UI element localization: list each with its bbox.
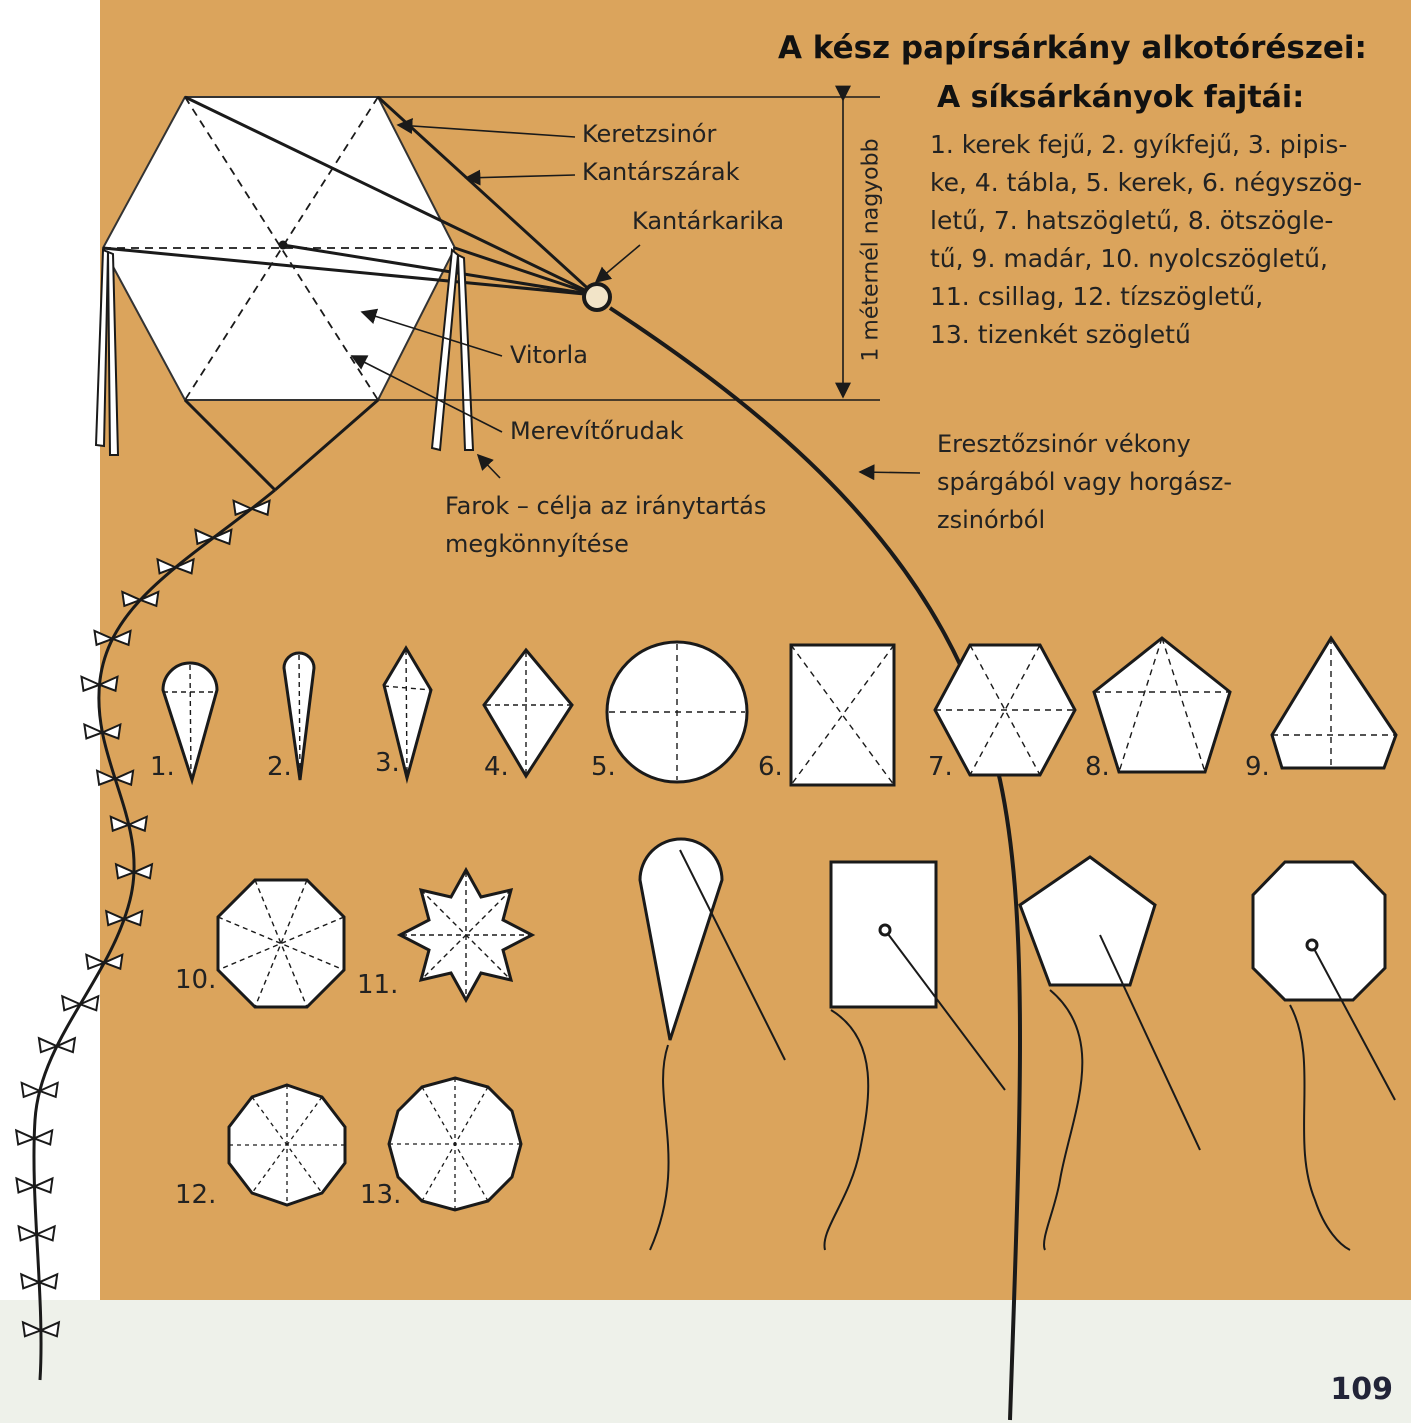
kite-number: 10. [175, 965, 216, 995]
kite-type-8 [1094, 638, 1230, 772]
types-line: ke, 4. tábla, 5. kerek, 6. négyszög- [930, 164, 1380, 202]
label-merevitorudak: Merevítőrudak [510, 417, 683, 445]
tail-bow [95, 631, 131, 645]
kite-type-9 [1272, 638, 1396, 768]
label-farok: Farok – célja az iránytartás megkönnyíté… [445, 487, 766, 563]
types-line: letű, 7. hatszögletű, 8. ötszögle- [930, 202, 1380, 240]
string-note-line: spárgából vagy horgász- [937, 463, 1232, 501]
types-line: 1. kerek fejű, 2. gyíkfejű, 3. pipis- [930, 126, 1380, 164]
tail-bow [39, 1038, 75, 1052]
kite-number: 2. [267, 752, 292, 782]
kite-types [163, 638, 1396, 1250]
page-subtitle: A síksárkányok fajtái: [937, 80, 1304, 115]
assembled-kite-a [640, 839, 785, 1250]
types-line: 11. csillag, 12. tízszögletű, [930, 278, 1380, 316]
types-line: tű, 9. madár, 10. nyolcszögletű, [930, 240, 1380, 278]
kite-number: 6. [758, 752, 783, 782]
kite-number: 12. [175, 1180, 216, 1210]
tail-bow [234, 501, 270, 515]
kite-number: 11. [357, 970, 398, 1000]
assembled-kite-d [1253, 862, 1395, 1250]
kite-type-11 [400, 870, 532, 1000]
tail-bow [122, 592, 158, 606]
label-kantarkarika: Kantárkarika [632, 207, 784, 235]
kite-number: 13. [360, 1180, 401, 1210]
kite-number: 8. [1085, 752, 1110, 782]
label-kantarszarak: Kantárszárak [582, 158, 740, 186]
kite-type-5 [607, 642, 747, 782]
farok-line: Farok – célja az iránytartás [445, 487, 766, 525]
assembled-kite-c [1020, 857, 1200, 1250]
kite-number: 5. [591, 752, 616, 782]
kite-type-12 [229, 1085, 345, 1205]
label-keretzsinor: Keretzsinór [582, 120, 716, 148]
kite-number: 3. [375, 748, 400, 778]
kite-type-7 [935, 645, 1075, 775]
kite-types-text: 1. kerek fejű, 2. gyíkfejű, 3. pipis- ke… [930, 126, 1380, 354]
kite-number: 1. [150, 752, 175, 782]
types-line: 13. tizenkét szögletű [930, 316, 1380, 354]
bridle-ring [584, 284, 610, 310]
kite-type-13 [389, 1078, 521, 1210]
label-size-note: 1 méternél nagyobb [859, 138, 884, 361]
kite-type-6 [791, 645, 894, 785]
kite-type-10 [218, 880, 344, 1007]
kite-number: 9. [1245, 752, 1270, 782]
string-note-line: zsinórból [937, 501, 1232, 539]
label-vitorla: Vitorla [510, 341, 588, 369]
assembled-kite-b [824, 862, 1005, 1250]
farok-line: megkönnyítése [445, 525, 766, 563]
page-title: A kész papírsárkány alkotórészei: [778, 30, 1367, 66]
tail-bow [158, 559, 194, 573]
string-note-line: Eresztőzsinór vékony [937, 425, 1232, 463]
tail-bow [195, 530, 231, 544]
tail-bow [86, 955, 122, 969]
tail-bow [62, 996, 98, 1010]
kite-number: 7. [928, 752, 953, 782]
string-note: Eresztőzsinór vékony spárgából vagy horg… [937, 425, 1232, 539]
kite-number: 4. [484, 752, 509, 782]
page-number: 109 [1330, 1372, 1393, 1407]
